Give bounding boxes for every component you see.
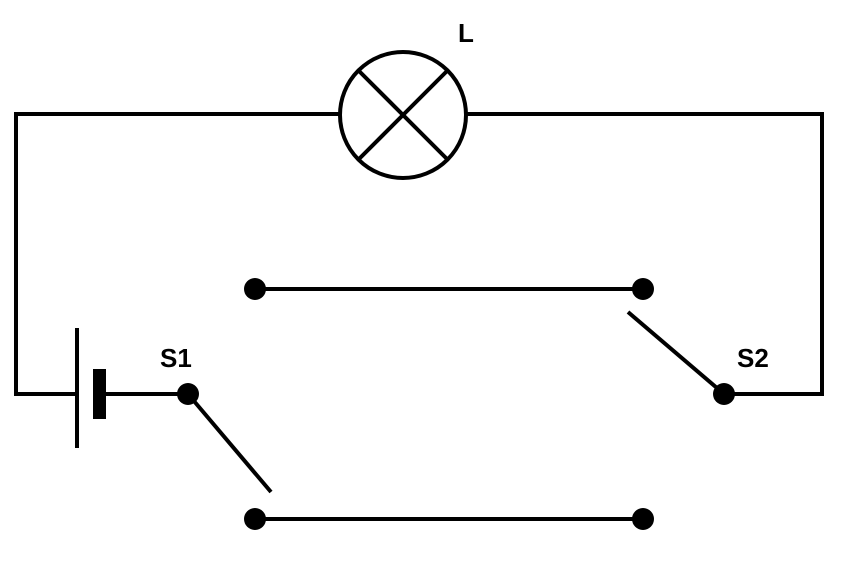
switch-s2 (626, 310, 735, 405)
traveler-lower-left-terminal (244, 508, 266, 530)
switch-s1 (177, 383, 273, 494)
s2-blade (626, 310, 726, 396)
traveler-upper (244, 278, 654, 300)
lamp-cross-b (357, 69, 449, 161)
traveler-upper-left-terminal (244, 278, 266, 300)
wire-top-left (14, 112, 340, 396)
lamp (338, 50, 468, 180)
s2-pivot-terminal (713, 383, 735, 405)
battery (75, 328, 188, 448)
lamp-label: L (458, 18, 474, 48)
wire-top-right (466, 112, 824, 396)
battery-short-plate (93, 369, 106, 419)
traveler-lower (244, 508, 654, 530)
s1-blade (186, 392, 273, 494)
traveler-upper-right-terminal (632, 278, 654, 300)
s1-label: S1 (160, 343, 192, 373)
traveler-lower-right-terminal (632, 508, 654, 530)
s2-label: S2 (737, 343, 769, 373)
